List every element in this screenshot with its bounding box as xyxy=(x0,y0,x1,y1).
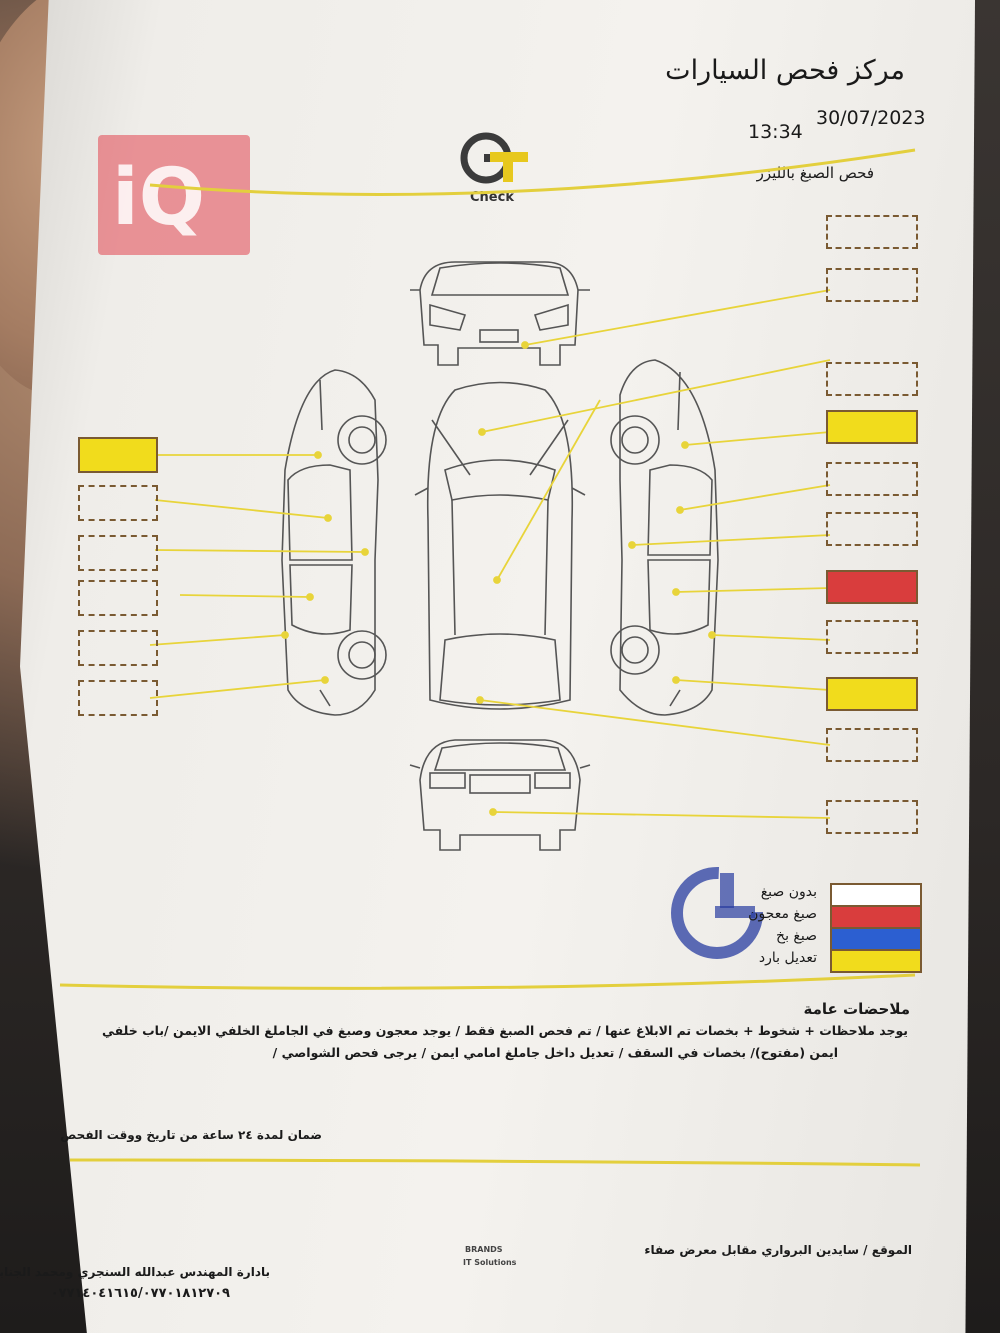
blue-stamp-icon xyxy=(671,867,763,959)
legend-swatch xyxy=(830,883,922,907)
left-status-box xyxy=(78,535,158,571)
notes-line-1: يوجد ملاحظات + شخوط + بخصات تم الابلاغ ع… xyxy=(101,1023,908,1038)
inspection-time: 13:34 xyxy=(748,121,803,143)
left-status-box xyxy=(78,485,158,521)
notes-title: ملاحضات عامة xyxy=(803,1000,910,1018)
left-status-box xyxy=(78,630,158,666)
right-status-box xyxy=(826,268,918,302)
legend-label: صبغ معجون xyxy=(748,906,817,922)
car-front-view xyxy=(410,261,590,366)
notes-divider-top xyxy=(59,973,916,990)
legend-label: بدون صبغ xyxy=(760,884,817,900)
leader-lines xyxy=(149,289,831,819)
legend-swatch xyxy=(830,927,922,951)
right-status-box xyxy=(826,512,918,546)
left-status-box xyxy=(78,437,158,473)
legend-label: تعديل بارد xyxy=(758,950,817,966)
legend-swatch xyxy=(830,949,922,973)
left-status-box xyxy=(78,580,158,616)
warranty-text: ضمان لمدة ٢٤ ساعة من تاريخ ووقت الفحص xyxy=(60,1128,322,1142)
notes-divider-bottom xyxy=(69,1158,921,1167)
footer-brand-2: IT Solutions xyxy=(463,1258,517,1267)
footer-brand-1: BRANDS xyxy=(465,1245,503,1254)
gt-logo-icon xyxy=(460,132,528,184)
right-status-box xyxy=(826,800,918,834)
car-left-side-view xyxy=(281,369,387,716)
right-status-box xyxy=(826,410,918,444)
right-status-box xyxy=(826,570,918,604)
page-title: مركز فحص السيارات xyxy=(665,55,905,86)
footer-management: بادارة المهندس عبدالله السنجري ومحمد الج… xyxy=(0,1265,270,1279)
gt-check-logo xyxy=(460,132,530,194)
legend-swatch xyxy=(830,905,922,929)
right-status-box xyxy=(826,620,918,654)
watermark-text: iQ xyxy=(112,153,206,243)
right-status-box xyxy=(826,728,918,762)
car-rear-view xyxy=(409,739,591,851)
right-status-box xyxy=(826,677,918,711)
right-status-box xyxy=(826,362,918,396)
inspection-date: 30/07/2023 xyxy=(816,107,926,129)
legend-label: صبغ بخ xyxy=(776,928,817,944)
right-status-box xyxy=(826,215,918,249)
iq-watermark-logo: iQ xyxy=(98,135,250,255)
left-status-box xyxy=(78,680,158,716)
footer-location: الموقع / سايدين البرواري مقابل معرض صفاء xyxy=(644,1243,912,1257)
car-right-side-view xyxy=(610,359,719,716)
right-status-box xyxy=(826,462,918,496)
car-top-view xyxy=(414,381,586,710)
notes-line-2: ايمن (مفتوح)/ بخصات في السقف / تعديل داخ… xyxy=(272,1045,838,1060)
footer-phones: ٠٧٧١٤٠٤١٦١٥/٠٧٧٠١٨١٢٧٠٩ xyxy=(50,1286,230,1301)
header-divider xyxy=(149,148,916,196)
